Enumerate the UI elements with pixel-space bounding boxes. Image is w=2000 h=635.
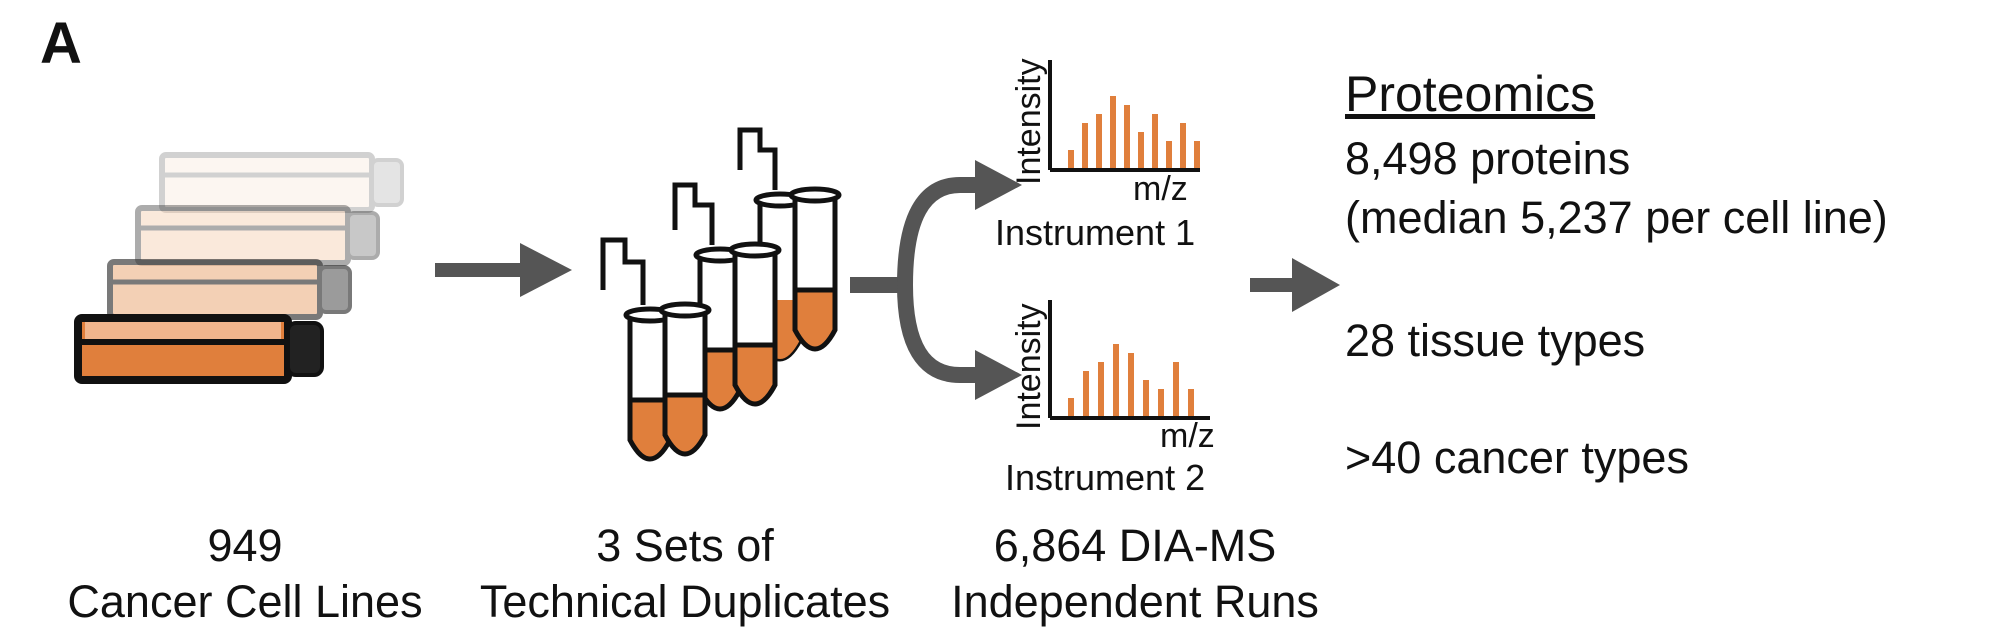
spectrum-bar — [1113, 344, 1119, 416]
spectrum-bar — [1068, 150, 1074, 168]
caption-line-2: Technical Duplicates — [479, 576, 891, 627]
cell-culture-flasks-icon — [74, 152, 404, 384]
step-caption-runs: 6,864 DIA-MS Independent Runs — [925, 518, 1345, 630]
spectrum-bar — [1138, 132, 1144, 168]
panel-label: A — [40, 11, 82, 76]
spectrum-bar — [1096, 114, 1102, 168]
arrow-icon — [1250, 258, 1340, 312]
split-arrow-icon — [850, 177, 985, 383]
arrow-head-icon — [975, 350, 1022, 400]
spectrum-xlabel: m/z — [1133, 170, 1188, 208]
spectrum-bar — [1083, 371, 1089, 416]
spectrum-bar — [1180, 123, 1186, 168]
caption-line-1: 949 — [207, 520, 283, 571]
summary-title: Proteomics — [1345, 66, 1596, 122]
caption-line-2: Cancer Cell Lines — [67, 576, 423, 627]
spectrum-bar — [1152, 114, 1158, 168]
spectrum-plot-2: Intensity m/z Instrument 2 — [1005, 300, 1215, 498]
caption-line-1: 3 Sets of — [596, 520, 774, 571]
summary-median: (median 5,237 per cell line) — [1345, 192, 1888, 243]
summary-cancers: >40 cancer types — [1345, 432, 1689, 483]
spectrum-bar — [1124, 105, 1130, 168]
spectrum-bar — [1068, 398, 1074, 416]
spectrum-bar — [1110, 96, 1116, 168]
spectrum-bar — [1143, 380, 1149, 416]
spectrum-bar — [1098, 362, 1104, 416]
instrument-label: Instrument 2 — [1005, 457, 1205, 498]
spectrum-ylabel: Intensity — [1010, 303, 1048, 430]
spectrum-ylabel: Intensity — [1010, 58, 1048, 185]
summary-proteins: 8,498 proteins — [1345, 133, 1631, 184]
arrow-head-icon — [975, 160, 1022, 210]
instrument-label: Instrument 1 — [995, 212, 1195, 253]
caption-line-2: Independent Runs — [951, 576, 1319, 627]
sample-tubes-icon — [600, 127, 842, 462]
arrow-icon — [435, 243, 572, 297]
spectrum-bar — [1158, 389, 1164, 416]
step-caption-duplicates: 3 Sets of Technical Duplicates — [455, 518, 915, 630]
spectrum-bar — [1194, 141, 1200, 168]
caption-line-1: 6,864 DIA-MS — [993, 520, 1277, 571]
spectrum-bar — [1128, 353, 1134, 416]
spectrum-plot-1: Intensity m/z Instrument 1 — [995, 58, 1200, 253]
step-caption-cell-lines: 949 Cancer Cell Lines — [35, 518, 455, 630]
spectrum-xlabel: m/z — [1160, 417, 1215, 455]
spectrum-bar — [1173, 362, 1179, 416]
spectrum-bar — [1166, 141, 1172, 168]
spectrum-bar — [1082, 123, 1088, 168]
summary-tissues: 28 tissue types — [1345, 315, 1646, 366]
spectrum-bar — [1188, 389, 1194, 416]
